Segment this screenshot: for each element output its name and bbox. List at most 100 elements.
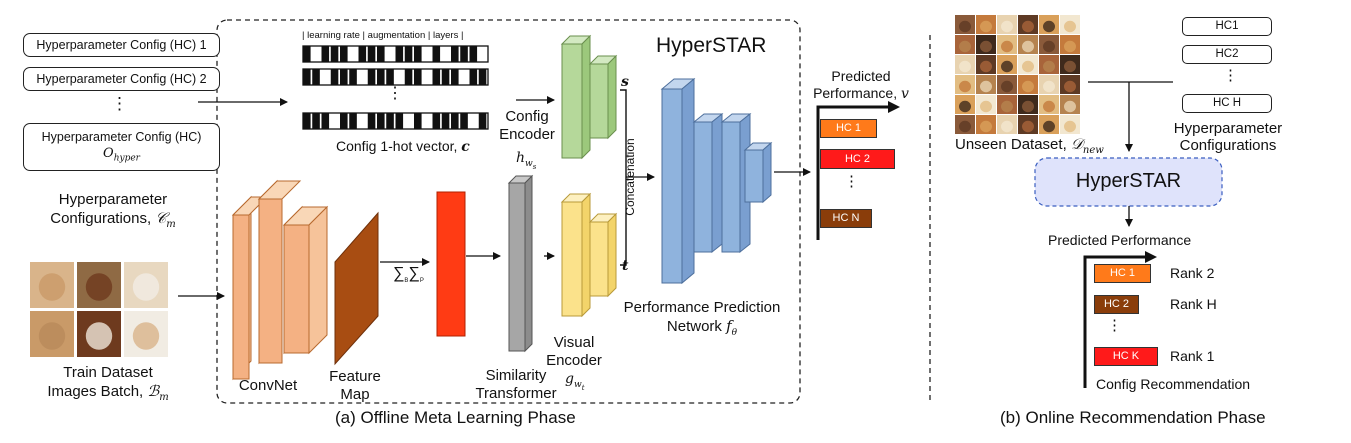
right-hp-configs-line2: Configurations	[1179, 137, 1277, 154]
train-dataset-line1: Train Dataset	[63, 364, 153, 381]
visual-encoder-line2: Encoder	[546, 352, 602, 369]
arrows	[178, 81, 1173, 300]
right-hp-configs-label: Hyperparameter Configurations	[1158, 120, 1298, 154]
one-hot-dots: ⋮	[387, 85, 403, 102]
hc-item-2-label: Hyperparameter Config (HC) 2	[36, 72, 207, 86]
photo-subject	[38, 273, 66, 301]
unseen-images-grid	[955, 15, 1080, 134]
photo-subject	[1043, 100, 1055, 113]
one-hot-cell	[312, 69, 320, 85]
photo-subject	[1064, 20, 1076, 33]
hc-item-1-label: Hyperparameter Config (HC) 1	[36, 38, 207, 52]
one-hot-cell	[432, 113, 441, 129]
unseen-dataset-label: Unseen Dataset, 𝒟new	[955, 135, 1104, 156]
one-hot-cell	[349, 69, 357, 85]
photo-subject	[1022, 40, 1034, 53]
one-hot-cell	[321, 46, 330, 62]
rank-bar-hc1: HC 1	[1094, 264, 1151, 283]
right-hp-configs-line1: Hyperparameter	[1173, 120, 1283, 137]
photo-subject	[1022, 60, 1034, 73]
one-hot-cell	[432, 69, 441, 85]
photo-subject	[980, 60, 992, 73]
feature-map-line2: Map	[340, 386, 370, 403]
caption-b: (b) Online Recommendation Phase	[1000, 408, 1266, 427]
photo-subject	[1043, 120, 1055, 133]
hyperstar-title: HyperSTAR	[656, 34, 767, 57]
h-ws-label: hws	[516, 150, 537, 171]
perf-net-label: Performance Prediction Network fθ	[612, 299, 792, 342]
one-hot-cell	[330, 46, 339, 62]
hp-configs-label: Hyperparameter Configurations, 𝒞m	[33, 190, 193, 234]
photo-subject	[85, 322, 113, 350]
predicted-title-line2: Performance, v	[813, 85, 909, 102]
photo-subject	[980, 20, 992, 33]
one-hot-cell	[367, 46, 376, 62]
one-hot-cell	[386, 69, 394, 85]
photo-subject	[1001, 60, 1013, 73]
one-hot-cell	[349, 113, 357, 129]
perf-axis-b	[1083, 255, 1145, 388]
one-hot-cell	[469, 69, 478, 85]
one-hot-cell	[340, 113, 348, 129]
one-hot-cell	[395, 113, 404, 129]
sum-block	[436, 191, 466, 337]
hp-configs-line2: Configurations, 𝒞m	[50, 209, 176, 230]
feature-map-label: Feature Map	[325, 368, 385, 404]
visual-encoder-label: Visual Encoder	[539, 334, 609, 370]
one-hot-cell	[404, 46, 413, 62]
visual-encoder-line1: Visual	[553, 334, 595, 351]
config-rec-label: Config Recommendation	[1096, 376, 1251, 392]
photo-subject	[959, 20, 971, 33]
s-label: s	[621, 74, 629, 90]
hc-generic-box: Hyperparameter Config (HC) Ohyper	[23, 123, 220, 171]
pred-bar-dots: ⋮	[844, 173, 859, 190]
one-hot-header: | learning rate | augmentation | layers …	[302, 30, 464, 41]
o-hyper-label: Ohyper	[103, 146, 140, 164]
one-hot-cell	[340, 46, 348, 62]
one-hot-cell	[451, 46, 459, 62]
perf-net-line1: Performance Prediction	[623, 299, 781, 316]
photo-subject	[1043, 80, 1055, 93]
similarity-transformer-block	[508, 182, 526, 352]
photo-subject	[980, 120, 992, 133]
photo-subject	[1043, 60, 1055, 73]
one-hot-cell	[358, 46, 367, 62]
photo-subject	[1043, 20, 1055, 33]
one-hot-cell	[367, 69, 376, 85]
rank-dots: ⋮	[1107, 317, 1122, 334]
one-hot-cell	[340, 69, 348, 85]
photo-subject	[85, 273, 113, 301]
one-hot-vectors	[302, 45, 489, 130]
one-hot-cell	[321, 113, 330, 129]
right-predicted-perf-label: Predicted Performance	[1048, 232, 1192, 248]
photo-subject	[1043, 40, 1055, 53]
one-hot-cell	[404, 69, 413, 85]
one-hot-cell	[367, 113, 376, 129]
photo-subject	[1064, 100, 1076, 113]
config-encoder-line2: Encoder	[499, 126, 555, 143]
sum-label: ∑B∑P	[393, 265, 424, 285]
one-hot-cell	[460, 113, 468, 129]
hc-vertical-dots: ⋮	[111, 94, 128, 113]
right-hc-2: HC2	[1182, 45, 1272, 64]
predicted-perf-title: Predicted Performance, v	[796, 68, 926, 103]
config-encoder-line1: Config	[505, 108, 549, 125]
photo-subject	[1001, 80, 1013, 93]
hyperstar-dashed-frame	[216, 19, 801, 404]
caption-a: (a) Offline Meta Learning Phase	[335, 408, 576, 427]
similarity-line2: Transformer	[475, 385, 557, 402]
hc-item-1: Hyperparameter Config (HC) 1	[23, 33, 220, 57]
perf-net-line2: Network fθ	[666, 317, 738, 338]
one-hot-cell	[303, 113, 311, 129]
train-images-grid	[30, 262, 168, 357]
pred-bar-hc1: HC 1	[820, 119, 877, 138]
photo-subject	[980, 100, 992, 113]
feature-map-line1: Feature	[329, 368, 381, 385]
photo-subject	[1064, 80, 1076, 93]
perf-axis-a	[816, 105, 888, 240]
photo-subject	[980, 80, 992, 93]
photo-subject	[1022, 120, 1034, 133]
photo-subject	[959, 100, 971, 113]
one-hot-cell	[451, 69, 459, 85]
photo-subject	[1064, 120, 1076, 133]
